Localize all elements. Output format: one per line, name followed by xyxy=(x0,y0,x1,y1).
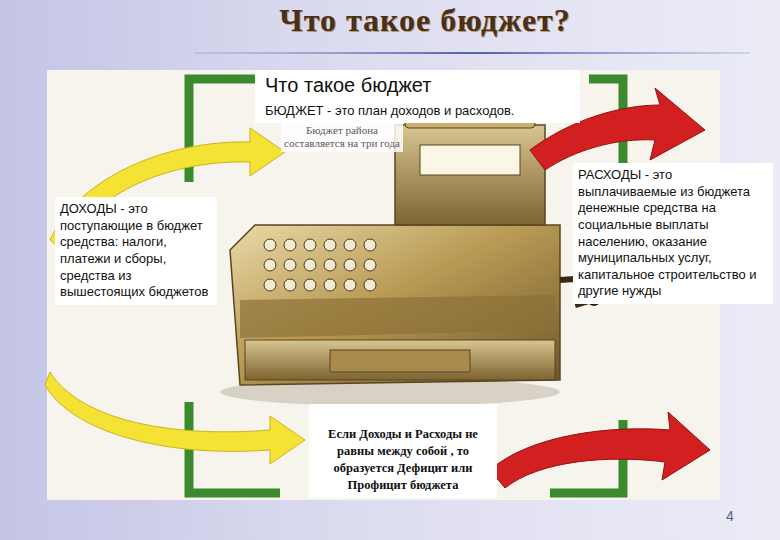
income-box: ДОХОДЫ - это поступающие в бюджет средст… xyxy=(55,197,217,305)
income-arrows xyxy=(45,128,305,464)
box-text: Бюджет района составляется на три года xyxy=(284,124,400,150)
box-text: БЮДЖЕТ - это план доходов и расходов. xyxy=(265,103,574,119)
expense-box: РАСХОДЫ - это выплачиваемые из бюджета д… xyxy=(573,163,773,304)
definition-box: Что такое бюджетБЮДЖЕТ - это план доходо… xyxy=(255,70,580,123)
title-rule xyxy=(195,52,750,54)
box-text: ДОХОДЫ - это поступающие в бюджет средст… xyxy=(60,201,212,301)
box-heading: Что такое бюджет xyxy=(265,73,574,97)
deficit-note-box: Если Доходы и Расходы не равны между соб… xyxy=(309,404,497,498)
box-text: РАСХОДЫ - это выплачиваемые из бюджета д… xyxy=(578,167,768,300)
page-number: 4 xyxy=(726,508,734,524)
period-note: Бюджет района составляется на три года xyxy=(281,122,403,152)
slide-title: Что такое бюджет? xyxy=(190,2,660,39)
box-text: Если Доходы и Расходы не равны между соб… xyxy=(315,426,491,494)
